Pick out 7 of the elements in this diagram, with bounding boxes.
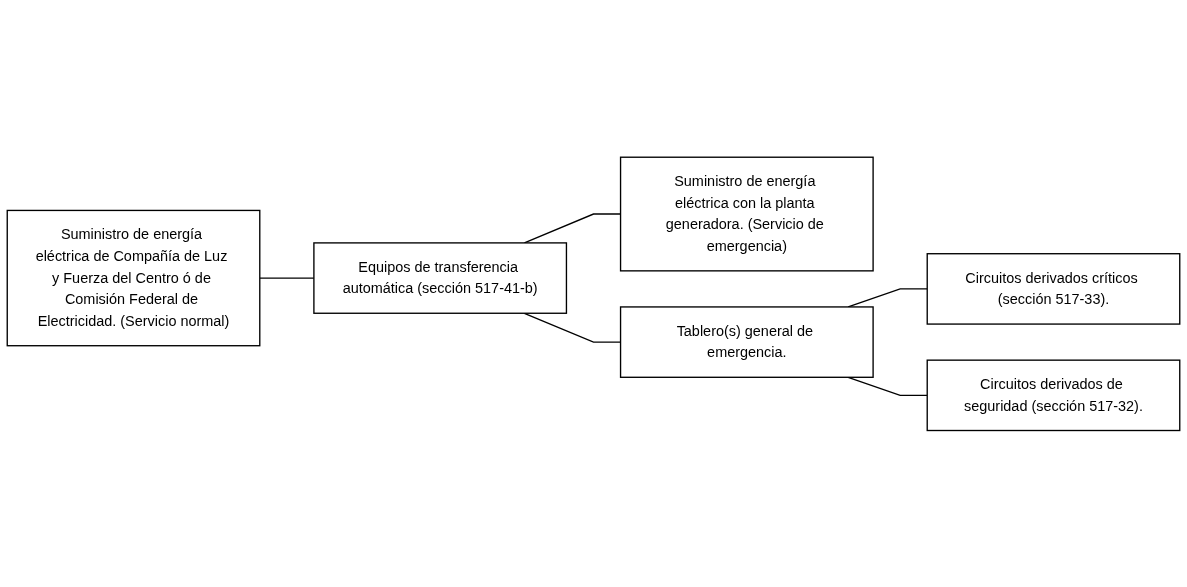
node-box: Suministro de energía eléctrica de Compañía de Luz y Fuerza del Centro ó de Comisión Federal de Electricidad. (Servicio normal) <box>6 209 261 347</box>
node-box: Equipos de transferencia automática (sección 517-41-b) <box>313 241 568 314</box>
connector <box>847 376 928 396</box>
node-box: Circuitos derivados críticos (sección 517-33). <box>926 252 1181 325</box>
node-box: Suministro de energía eléctrica con la planta generadora. (Servicio de emergencia) <box>619 156 874 272</box>
node-box: Circuitos derivados de seguridad (sección 517-32). <box>926 359 1181 431</box>
node-box: Tablero(s) general de emergencia. <box>619 305 874 378</box>
